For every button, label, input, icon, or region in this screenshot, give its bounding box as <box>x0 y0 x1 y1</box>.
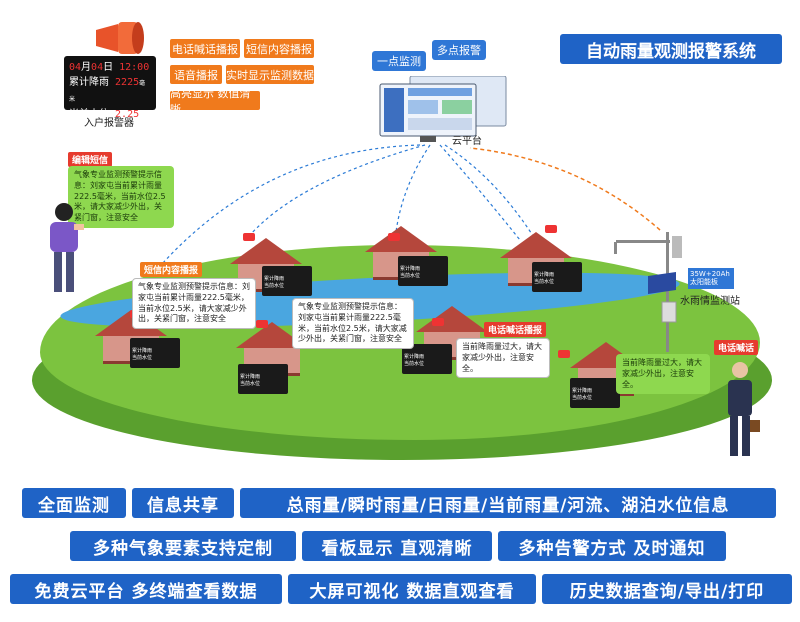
tag-realtime-data: 实时显示监测数据 <box>226 65 314 84</box>
man-with-phone-icon <box>716 360 764 460</box>
alarm-row-water: 当前水位 2.25米 <box>69 109 146 120</box>
rain-bubble-person: 当前降雨量过大，请大家减少外出，注意安全。 <box>616 354 710 395</box>
solar-label: 35W+20Ah 太阳能板 <box>688 268 734 289</box>
alarm-caption: 入户报警器 <box>84 118 134 129</box>
feature-custom-elements: 多种气象要素支持定制 <box>70 531 296 561</box>
mini-led-panel: 累计降雨当前水位 <box>532 262 582 292</box>
feature-history: 历史数据查询/导出/打印 <box>542 574 792 604</box>
feature-big-screen: 大屏可视化 数据直观查看 <box>288 574 536 604</box>
feature-info-share: 信息共享 <box>132 488 234 518</box>
signal-marker <box>256 320 268 328</box>
feature-full-monitor: 全面监测 <box>22 488 126 518</box>
warning-bubble-mid: 气象专业监测预警提示信息：刘家屯当前累计雨量222.5毫米，当前水位2.5米，请… <box>292 298 414 350</box>
mini-led-panel: 累计降雨当前水位 <box>570 378 620 408</box>
mini-led-panel: 累计降雨当前水位 <box>262 266 312 296</box>
warning-bubble-left: 气象专业监测预警提示信息：刘家屯当前累计雨量222.5毫米，当前水位2.5米，请… <box>132 278 256 330</box>
page-title: 自动雨量观测报警系统 <box>560 34 782 64</box>
sms-edit-bubble: 气象专业监测预警提示信息：刘家屯当前累计雨量222.5毫米，当前水位2.5米，请… <box>68 166 174 228</box>
mini-led-panel: 累计降雨当前水位 <box>238 364 288 394</box>
alarm-row-date: 04月04日 12:00 <box>69 62 150 73</box>
feature-alarm-modes: 多种告警方式 及时通知 <box>498 531 726 561</box>
woman-with-phone-icon <box>40 200 88 300</box>
signal-marker <box>545 225 557 233</box>
tag-sms-broadcast: 短信内容播报 <box>244 39 314 58</box>
feature-free-cloud: 免费云平台 多终端查看数据 <box>10 574 282 604</box>
signal-marker <box>388 233 400 241</box>
feature-dashboard: 看板显示 直观清晰 <box>302 531 492 561</box>
monitor-screen <box>370 75 510 144</box>
phone-call-label: 电话喊话 <box>714 340 759 355</box>
phone-broadcast-label: 电话喊话播报 <box>484 322 547 337</box>
tag-voice-broadcast: 语音播报 <box>170 65 222 84</box>
monitoring-station-icon <box>606 232 686 352</box>
cloud-caption: 云平台 <box>452 136 482 147</box>
mini-led-panel: 累计降雨当前水位 <box>130 338 180 368</box>
tag-phone-broadcast: 电话喊话播报 <box>170 39 240 58</box>
tab-single-monitor[interactable]: 一点监测 <box>372 51 426 71</box>
tab-multi-alarm[interactable]: 多点报警 <box>432 40 486 60</box>
alarm-row-rain: 累计降雨 2225毫米 <box>69 77 146 103</box>
rain-bubble-right: 当前降雨量过大，请大家减少外出，注意安全。 <box>456 338 550 379</box>
feature-rainfall-types: 总雨量/瞬时雨量/日雨量/当前雨量/河流、湖泊水位信息 <box>240 488 776 518</box>
signal-marker <box>243 233 255 241</box>
signal-marker <box>432 318 444 326</box>
signal-marker <box>558 350 570 358</box>
mini-led-panel: 累计降雨当前水位 <box>398 256 448 286</box>
horn-icon <box>92 18 148 58</box>
alarm-display: 04月04日 12:00 累计降雨 2225毫米 当前水位 2.25米 <box>64 56 156 120</box>
station-caption: 水雨情监测站 <box>680 296 740 307</box>
sms-broadcast-label: 短信内容播报 <box>140 262 203 277</box>
sms-edit-label: 编辑短信 <box>68 152 113 167</box>
mini-led-panel: 累计降雨当前水位 <box>402 344 452 374</box>
